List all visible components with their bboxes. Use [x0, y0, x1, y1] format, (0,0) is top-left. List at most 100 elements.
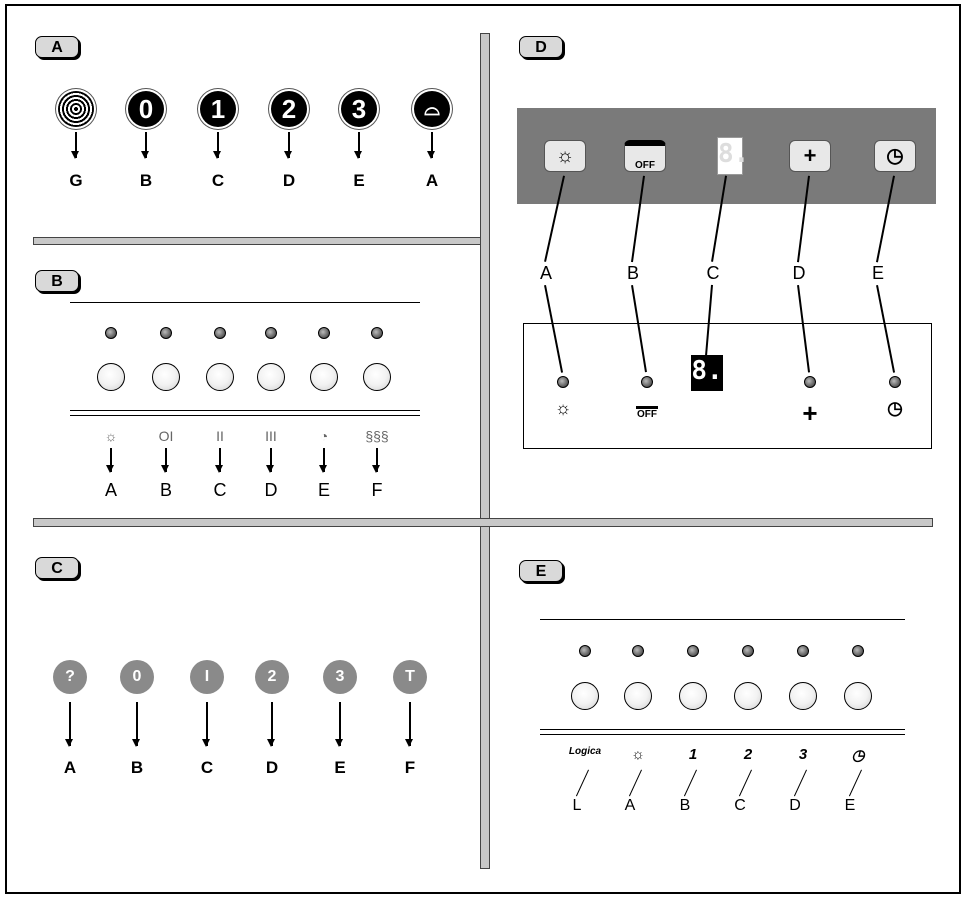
control-panel-lower	[523, 323, 932, 449]
arrow-b-0	[107, 448, 113, 473]
light-key[interactable]: ☼	[544, 140, 586, 172]
section-e-double-line-1	[540, 729, 905, 730]
label-c-3: D	[265, 758, 279, 777]
arrow-b-2	[216, 448, 222, 473]
symbol-b-4: ◔	[319, 428, 329, 444]
speed-1-icon: 1	[200, 91, 236, 127]
arrow-c-0	[66, 702, 72, 747]
label-b-0: A	[104, 480, 117, 500]
led-b-4	[318, 327, 330, 339]
arrow-c-2	[203, 702, 209, 747]
mode-2-icon: 1	[688, 746, 698, 763]
mode-1-icon: ☼	[631, 746, 645, 763]
arrow-a-5	[428, 132, 434, 159]
label-d-2: C	[706, 263, 720, 283]
symbol-b-3: III	[265, 428, 277, 444]
button-b-5	[363, 363, 391, 391]
mode-3-icon: 2	[743, 746, 753, 763]
gray-symbol-c-3: 2	[255, 660, 289, 694]
divider-a-b	[33, 237, 481, 245]
lower-symbol-d-3: +	[802, 398, 818, 428]
arrow-c-5	[406, 702, 412, 747]
gray-symbol-c-5: T	[393, 660, 427, 694]
led-e-3	[742, 645, 754, 657]
mode-4-icon: 3	[798, 746, 808, 763]
button-b-4	[310, 363, 338, 391]
label-a-5: A	[425, 171, 439, 190]
gray-symbol-c-0: ?	[53, 660, 87, 694]
section-b-top-line	[70, 302, 420, 303]
label-e-5: E	[844, 797, 856, 814]
plus-key[interactable]: +	[789, 140, 831, 172]
label-a-3: D	[282, 171, 296, 190]
label-c-5: F	[404, 758, 416, 777]
led-d-4	[889, 376, 901, 388]
section-c-tag: C	[35, 557, 79, 579]
button-e-1	[624, 682, 652, 710]
button-b-2	[206, 363, 234, 391]
label-a-0: G	[69, 171, 83, 190]
button-b-3	[257, 363, 285, 391]
seven-segment-display: 8.	[717, 137, 749, 175]
gray-symbol-c-2: I	[190, 660, 224, 694]
timer-key[interactable]: ◷	[874, 140, 916, 172]
horizontal-divider	[33, 518, 933, 527]
led-e-2	[687, 645, 699, 657]
label-c-0: A	[63, 758, 77, 777]
symbol-b-5: §§§	[365, 428, 389, 444]
led-b-1	[160, 327, 172, 339]
arrow-a-4	[355, 132, 361, 159]
logica-icon: Logica	[568, 746, 602, 757]
vertical-divider	[480, 33, 490, 869]
arrow-b-5	[373, 448, 379, 473]
led-b-2	[214, 327, 226, 339]
label-e-4: D	[789, 797, 801, 814]
arrow-c-3	[268, 702, 274, 747]
arrow-b-4	[320, 448, 326, 473]
arrow-b-1	[162, 448, 168, 473]
arrow-b-3	[267, 448, 273, 473]
button-b-1	[152, 363, 180, 391]
label-b-2: C	[213, 480, 227, 500]
mode-5-icon: ◷	[851, 747, 865, 764]
speed-0-icon: 0	[128, 91, 164, 127]
section-e-double-line-2	[540, 734, 905, 735]
symbol-b-1: OI	[158, 428, 174, 444]
section-b-tag: B	[35, 270, 79, 292]
label-b-3: D	[264, 480, 278, 500]
symbol-b-2: II	[216, 428, 224, 444]
label-e-2: B	[679, 797, 691, 814]
button-e-3	[734, 682, 762, 710]
spiral-icon	[58, 91, 94, 127]
button-e-0	[571, 682, 599, 710]
symbol-b-0: ☼	[104, 428, 118, 444]
label-c-4: E	[334, 758, 346, 777]
arrow-a-2	[214, 132, 220, 159]
label-d-1: B	[626, 263, 639, 283]
led-d-3	[804, 376, 816, 388]
led-b-3	[265, 327, 277, 339]
label-e-1: A	[624, 797, 636, 814]
section-d-tag: D	[519, 36, 563, 58]
label-a-4: E	[353, 171, 365, 190]
label-a-1: B	[139, 171, 153, 190]
section-e-tag: E	[519, 560, 563, 582]
label-b-1: B	[159, 480, 172, 500]
arrow-a-0	[72, 132, 78, 159]
led-e-1	[632, 645, 644, 657]
off-key[interactable]: OFF	[624, 140, 666, 172]
button-e-2	[679, 682, 707, 710]
label-c-1: B	[130, 758, 144, 777]
gray-symbol-c-4: 3	[323, 660, 357, 694]
led-e-5	[852, 645, 864, 657]
led-e-4	[797, 645, 809, 657]
section-b-double-line-1	[70, 410, 420, 411]
section-e-top-line	[540, 619, 905, 620]
label-a-2: C	[211, 171, 225, 190]
label-d-4: E	[871, 263, 884, 283]
label-b-4: E	[317, 480, 330, 500]
led-d-0	[557, 376, 569, 388]
diagram-frame	[5, 4, 961, 894]
seven-segment-display-lower: 8.	[691, 355, 723, 391]
label-c-2: C	[200, 758, 214, 777]
